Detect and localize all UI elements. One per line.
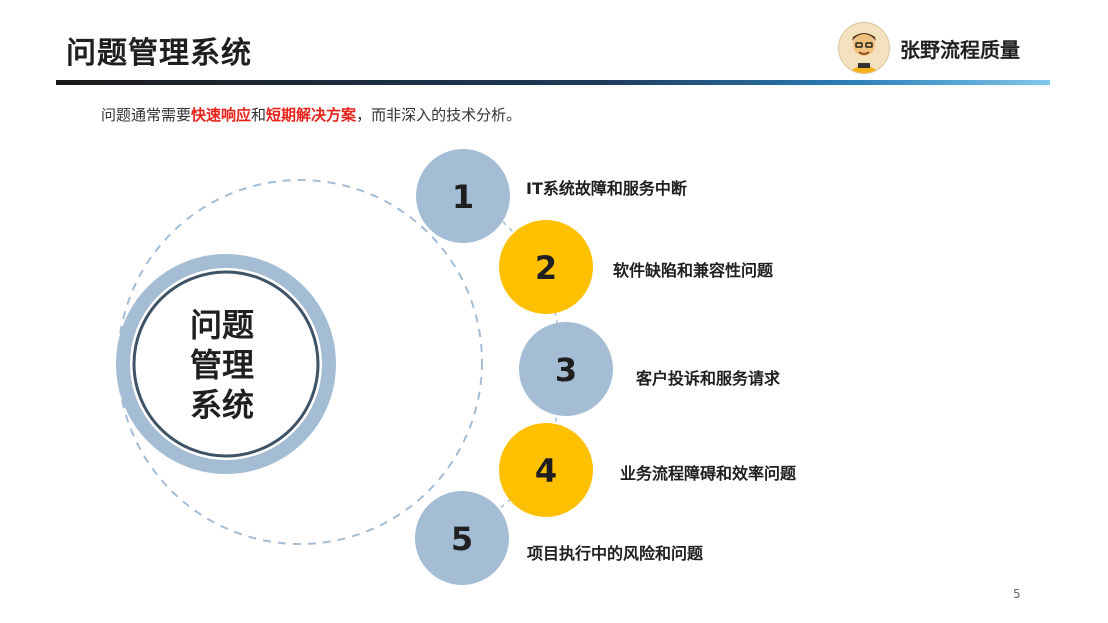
- item-label-4: 业务流程障碍和效率问题: [620, 464, 797, 483]
- subtitle: 问题通常需要快速响应和短期解决方案，而非深入的技术分析。: [101, 104, 521, 125]
- subtitle-middle: 和: [251, 106, 267, 124]
- subtitle-highlight-2: 短期解决方案: [266, 106, 357, 124]
- item-label-1: IT系统故障和服务中断: [526, 179, 687, 198]
- avatar: [838, 22, 890, 74]
- brand-name: 张野流程质量: [900, 37, 1020, 62]
- center-label-line3: 系统: [190, 386, 254, 424]
- page-number: 5: [1013, 587, 1021, 601]
- subtitle-highlight-1: 快速响应: [191, 106, 252, 124]
- item-circle-5: 5: [415, 491, 509, 585]
- item-label-3: 客户投诉和服务请求: [636, 369, 781, 388]
- item-circle-4: 4: [499, 423, 593, 517]
- subtitle-suffix: ，而非深入的技术分析。: [356, 106, 522, 124]
- center-label-line1: 问题: [190, 306, 254, 344]
- item-label-2: 软件缺陷和兼容性问题: [613, 261, 774, 280]
- center-label-line2: 管理: [190, 346, 254, 384]
- center-inner-ring: [132, 270, 320, 458]
- header-divider: [56, 80, 1050, 85]
- item-number-2: 2: [535, 249, 557, 287]
- item-label-5: 项目执行中的风险和问题: [527, 544, 704, 563]
- item-circle-2: 2: [499, 220, 593, 314]
- brand: 张野流程质量: [838, 22, 1020, 74]
- item-number-3: 3: [555, 351, 577, 389]
- item-number-5: 5: [451, 520, 473, 558]
- item-circle-3: 3: [519, 322, 613, 416]
- item-number-4: 4: [535, 452, 557, 490]
- item-circle-1: 1: [416, 149, 510, 243]
- subtitle-prefix: 问题通常需要: [101, 106, 192, 124]
- item-number-1: 1: [452, 178, 474, 216]
- page-title: 问题管理系统: [66, 36, 252, 71]
